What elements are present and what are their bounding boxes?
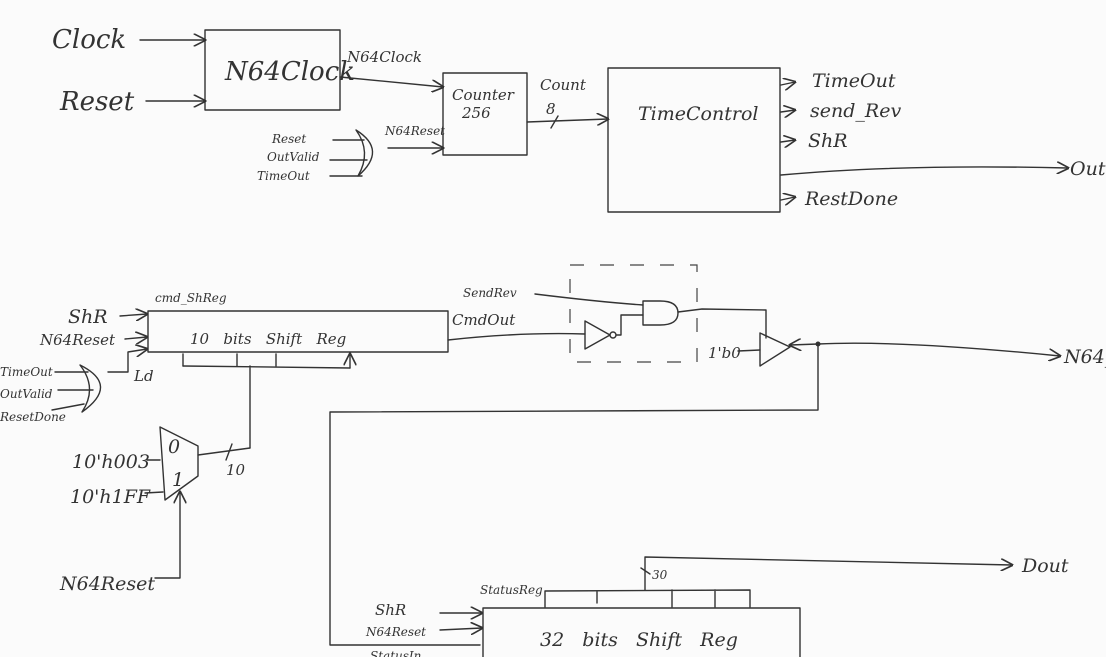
shr-out-arrow bbox=[780, 140, 795, 142]
cmdout-wire bbox=[447, 332, 586, 341]
mux-select-wire bbox=[154, 492, 180, 579]
sendrev-label: SendRev bbox=[463, 286, 517, 300]
mux-bus-width: 10 bbox=[226, 461, 246, 479]
and-gate bbox=[642, 300, 679, 326]
mux-output-bus bbox=[197, 443, 251, 461]
cmd-shift-register bbox=[147, 310, 449, 353]
n64-port-label: N64_ bbox=[1063, 346, 1106, 368]
n64clock-block-label: N64Clock bbox=[224, 57, 355, 87]
inverter bbox=[584, 320, 611, 350]
mux-select-label: N64Reset bbox=[59, 573, 155, 595]
ld-wire bbox=[107, 349, 147, 373]
dout-slash bbox=[640, 567, 651, 575]
shr-arrow bbox=[119, 314, 147, 316]
or-gate-ld-inputs bbox=[51, 371, 94, 411]
reset-input-label: Reset bbox=[59, 87, 135, 117]
count-width: 8 bbox=[546, 100, 556, 118]
tristate-input-wire bbox=[737, 349, 761, 352]
n64reset-arrow bbox=[124, 337, 147, 339]
count-label: Count bbox=[540, 76, 587, 94]
status-shift-register-text: 32 bits Shift Reg bbox=[540, 629, 738, 651]
mux-input-1: 1 bbox=[172, 469, 184, 491]
restdone-output-label: RestDone bbox=[804, 188, 898, 210]
sendrev-output-label: send_Rev bbox=[810, 100, 901, 122]
shr-output-label: ShR bbox=[808, 130, 848, 152]
mux-input-0: 0 bbox=[168, 436, 180, 458]
or-gate-top-inputs bbox=[329, 139, 368, 177]
dout-wire bbox=[644, 556, 1012, 591]
counter-label: Counter bbox=[452, 86, 515, 104]
or-gate-top bbox=[355, 129, 374, 177]
count-bus bbox=[526, 119, 608, 122]
status-n64reset-arrow bbox=[439, 628, 482, 630]
status-reg-segments bbox=[544, 589, 751, 608]
ld-label: Ld bbox=[133, 367, 154, 385]
or-input-timeout: TimeOut bbox=[257, 169, 310, 183]
outvalid-wire bbox=[780, 167, 1068, 176]
const-10h1ff: 10'h1FF bbox=[70, 486, 151, 508]
const-10h003: 10'h003 bbox=[72, 451, 150, 473]
n64clock-block bbox=[204, 29, 341, 111]
enable-wire bbox=[677, 308, 767, 339]
outvalid-label: OutVa bbox=[1070, 158, 1106, 180]
timecontrol-block bbox=[607, 67, 781, 213]
clock-input-label: Clock bbox=[52, 25, 126, 55]
n64-bidir-wire bbox=[790, 343, 1060, 356]
dashed-group bbox=[569, 264, 698, 363]
tristate-buffer bbox=[759, 332, 791, 367]
n64clock-signal-label: N64Clock bbox=[346, 48, 422, 66]
or-ld-input-resetdone: ResetDone bbox=[0, 410, 66, 424]
or-input-reset: Reset bbox=[271, 132, 306, 146]
status-n64reset-label: N64Reset bbox=[365, 625, 426, 639]
feedback-wire bbox=[329, 343, 819, 646]
tristate-input-label: 1'b0 bbox=[708, 344, 741, 362]
restdone-out-arrow bbox=[780, 197, 795, 200]
timeout-out-arrow bbox=[780, 82, 795, 85]
or-input-outvalid: OutValid bbox=[267, 150, 320, 164]
shr-label: ShR bbox=[68, 306, 108, 328]
inverter-out-wire bbox=[615, 314, 644, 336]
counter-block bbox=[442, 72, 528, 156]
n64clock-wire bbox=[339, 76, 443, 87]
cmd-shreg-label: cmd_ShReg bbox=[155, 291, 227, 305]
bus-slash bbox=[550, 115, 559, 129]
or-ld-input-outvalid: OutValid bbox=[0, 387, 53, 401]
sendrev-wire bbox=[534, 293, 644, 306]
const1-wire bbox=[144, 491, 164, 494]
load-bus-taps bbox=[182, 354, 350, 369]
n64reset-label: N64Reset bbox=[39, 331, 116, 349]
status-in-label: StatusIn bbox=[370, 649, 421, 657]
counter-size: 256 bbox=[461, 104, 491, 122]
timeout-output-label: TimeOut bbox=[812, 70, 896, 92]
status-shift-register bbox=[482, 607, 801, 657]
status-shr-label: ShR bbox=[375, 601, 406, 619]
cmdout-label: CmdOut bbox=[452, 311, 516, 329]
n64reset-signal-label: N64Reset bbox=[384, 124, 445, 138]
sendrev-out-arrow bbox=[780, 110, 795, 112]
statusreg-label: StatusReg bbox=[480, 583, 543, 597]
load-bus bbox=[182, 365, 351, 449]
or-gate-ld bbox=[79, 364, 102, 413]
inverter-bubble bbox=[609, 331, 617, 339]
or-ld-input-timeout: TimeOut bbox=[0, 365, 53, 379]
cmd-shift-register-text: 10 bits Shift Reg bbox=[190, 330, 346, 348]
dout-label: Dout bbox=[1021, 555, 1069, 577]
mux bbox=[159, 426, 199, 501]
dout-width: 30 bbox=[652, 568, 668, 582]
timecontrol-label: TimeControl bbox=[638, 103, 758, 125]
